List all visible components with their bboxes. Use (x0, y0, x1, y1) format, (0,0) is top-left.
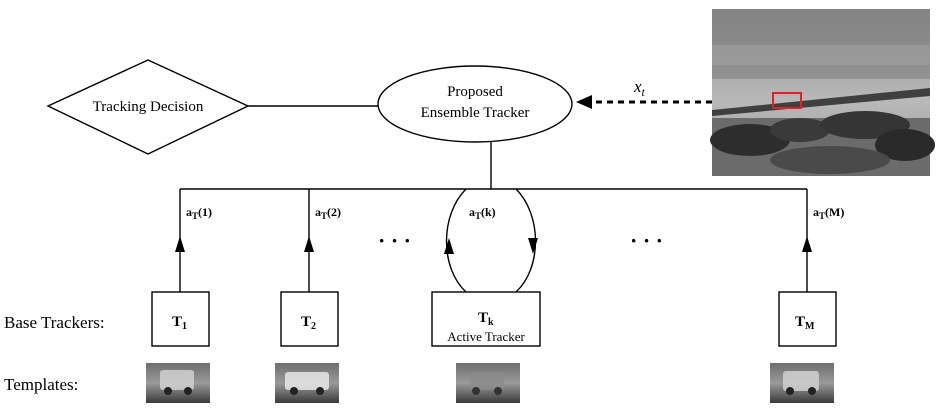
ensemble-tracker-node: Proposed Ensemble Tracker (377, 65, 573, 143)
tracker-t1: T1 (151, 291, 210, 347)
input-var-label: xt (633, 77, 646, 99)
tracker-t1-label: T1 (172, 314, 187, 332)
tracker-t2: T2 (280, 291, 339, 347)
tracker-tk-label: Tk (478, 310, 494, 328)
tracking-decision-label: Tracking Decision (93, 99, 204, 115)
weight-label-ak: aT(k) (469, 205, 496, 221)
templates-label: Templates: (4, 375, 78, 394)
template-thumb-1 (146, 363, 210, 403)
tracker-tk: Tk Active Tracker (431, 291, 541, 347)
tracker-tk-caption: Active Tracker (447, 329, 525, 344)
template-thumb-M (770, 363, 834, 403)
tracker-tM: TM (778, 291, 837, 347)
video-frame-image (710, 9, 935, 176)
weight-label-aM: aT(M) (813, 205, 844, 221)
branch-t1 (175, 189, 185, 292)
template-thumb-2 (275, 363, 339, 403)
branch-t2 (304, 189, 314, 292)
target-bounding-box (772, 92, 802, 109)
ensemble-line2: Ensemble Tracker (421, 105, 530, 121)
template-thumb-k (456, 363, 520, 403)
tracking-decision-node: Tracking Decision (46, 59, 250, 155)
weight-label-a1: aT(1) (186, 205, 212, 221)
tracker-t2-label: T2 (301, 314, 316, 332)
input-arrow (576, 95, 712, 109)
ellipsis-right: · · · (630, 228, 663, 253)
branch-tM (802, 189, 812, 292)
tracker-tM-label: TM (795, 314, 815, 332)
ensemble-line1: Proposed (447, 84, 503, 100)
base-trackers-label: Base Trackers: (4, 313, 105, 332)
ellipsis-left: · · · (378, 228, 411, 253)
weight-label-a2: aT(2) (315, 205, 341, 221)
branch-tk-loop (444, 188, 538, 293)
